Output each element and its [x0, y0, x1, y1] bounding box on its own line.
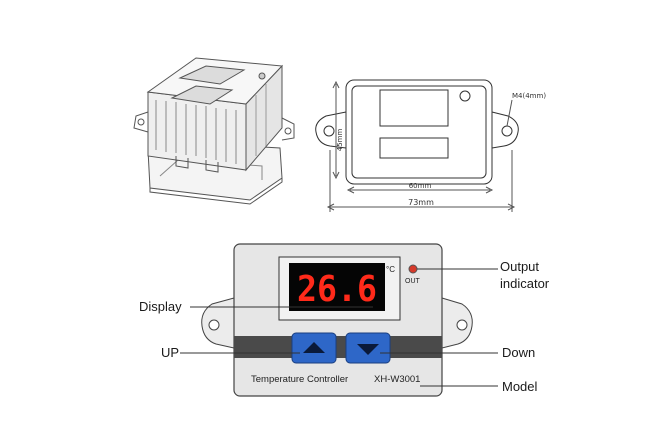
callout-up: UP [161, 345, 179, 360]
controller: 26.6 °C OUT Temperature Controller XH-W3… [201, 243, 473, 397]
left-mount-ear [315, 111, 347, 149]
callout-display: Display [139, 299, 182, 314]
callout-output-line1: Output [500, 259, 539, 274]
button-window [379, 137, 449, 159]
front-view-drawing [315, 79, 519, 212]
model-text-left: Temperature Controller [251, 374, 348, 385]
out-label: OUT [405, 278, 421, 285]
model-text-right: XH-W3001 [374, 374, 420, 385]
left-mount-hole [323, 125, 335, 137]
output-led-icon [408, 264, 418, 274]
unit-label: °C [386, 265, 395, 274]
dim-outer-width-label: 73mm [408, 198, 434, 207]
callout-model: Model [502, 379, 538, 394]
display-screen [289, 263, 385, 311]
callout-output-line2: indicator [500, 276, 550, 291]
hole-note-label: M4(4mm) [512, 92, 546, 100]
up-arrow-icon [303, 342, 325, 353]
up-button[interactable] [291, 332, 337, 364]
callout-down: Down [502, 345, 535, 360]
controller-left-hole [208, 319, 220, 331]
controller-right-hole [456, 319, 468, 331]
display-digits: 26.6 [297, 269, 377, 310]
callout-lines [180, 268, 498, 387]
down-arrow-icon [357, 344, 379, 355]
right-mount-ear [491, 111, 519, 149]
led-hole [459, 90, 471, 102]
dim-inner-width-label: 60mm [409, 182, 432, 190]
display-window [379, 89, 449, 127]
dim-height-label: 45mm [336, 129, 344, 152]
isometric-drawing [133, 57, 295, 205]
down-button[interactable] [345, 332, 391, 364]
inner-frame [351, 85, 487, 179]
button-stripe [234, 336, 442, 358]
